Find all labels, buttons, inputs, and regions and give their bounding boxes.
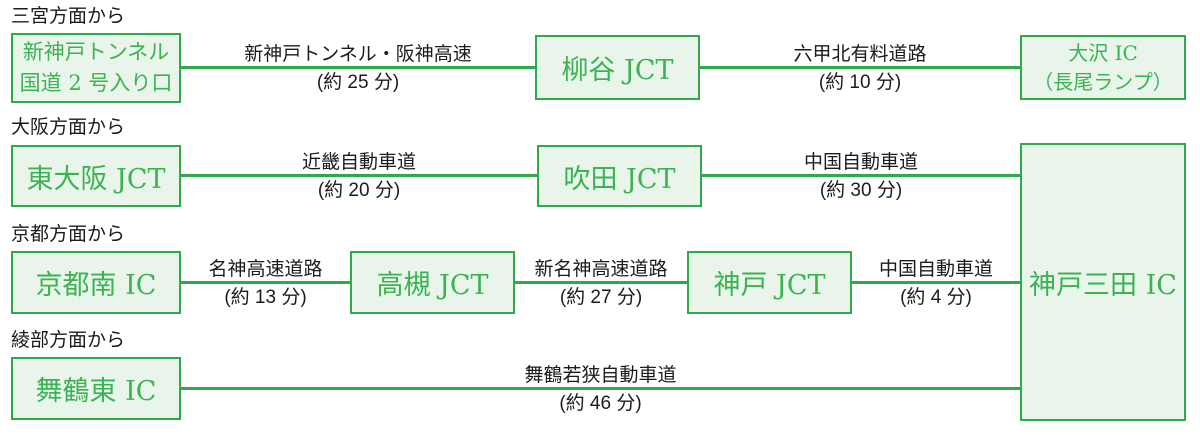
node-kyoto-minami-ic: 京都南 IC bbox=[11, 251, 181, 314]
route-meishin-expressway: 名神高速道路 (約 13 分) bbox=[181, 258, 350, 310]
road-name: 中国自動車道 bbox=[878, 259, 993, 280]
travel-time: (約 10 分) bbox=[818, 72, 902, 93]
travel-time: (約 20 分) bbox=[317, 180, 401, 201]
route-line bbox=[181, 66, 535, 69]
travel-time: (約 13 分) bbox=[224, 287, 307, 308]
node-kobe-jct: 神戸 JCT bbox=[687, 251, 852, 314]
road-name: 名神高速道路 bbox=[208, 259, 323, 280]
road-name: 中国自動車道 bbox=[803, 152, 918, 173]
node-kobe-sanda-ic: 神戸三田 IC bbox=[1020, 143, 1186, 421]
node-line: （長尾ランプ） bbox=[1033, 69, 1173, 94]
route-rokko-kita-toll-road: 六甲北有料道路 (約 10 分) bbox=[700, 43, 1020, 95]
travel-time: (約 27 分) bbox=[559, 287, 643, 308]
node-yanagidani-jct: 柳谷 JCT bbox=[535, 35, 700, 100]
road-name: 六甲北有料道路 bbox=[793, 44, 927, 65]
route-shinkobe-tunnel-hanshin-expressway: 新神戸トンネル・阪神高速 (約 25 分) bbox=[181, 43, 535, 95]
route-line bbox=[852, 281, 1020, 284]
route-chugoku-expressway-from-kobe-jct: 中国自動車道 (約 4 分) bbox=[852, 258, 1020, 310]
route-shin-meishin-expressway: 新名神高速道路 (約 27 分) bbox=[515, 258, 687, 310]
node-higashiosaka-jct: 東大阪 JCT bbox=[11, 145, 181, 207]
origin-label-sannomiya: 三宮方面から bbox=[11, 6, 126, 27]
node-line: 柳谷 JCT bbox=[561, 55, 674, 86]
road-name: 新名神高速道路 bbox=[534, 259, 668, 280]
route-line bbox=[181, 281, 350, 284]
node-line: 大沢 IC bbox=[1068, 40, 1138, 65]
route-chugoku-expressway-from-suita: 中国自動車道 (約 30 分) bbox=[702, 151, 1020, 203]
road-name: 舞鶴若狭自動車道 bbox=[524, 365, 677, 386]
node-line: 神戸三田 IC bbox=[1029, 269, 1177, 301]
road-name: 近畿自動車道 bbox=[301, 152, 416, 173]
node-line: 東大阪 JCT bbox=[26, 163, 166, 195]
node-line: 吹田 JCT bbox=[563, 163, 676, 195]
route-line bbox=[181, 174, 537, 177]
node-maizuru-higashi-ic: 舞鶴東 IC bbox=[11, 357, 181, 420]
origin-label-ayabe: 綾部方面から bbox=[11, 330, 126, 351]
travel-time: (約 30 分) bbox=[819, 180, 903, 201]
route-kinki-expressway: 近畿自動車道 (約 20 分) bbox=[181, 151, 537, 203]
travel-time: (約 25 分) bbox=[316, 72, 400, 93]
node-osawa-ic: 大沢 IC （長尾ランプ） bbox=[1020, 35, 1186, 100]
node-shinkobe-tunnel-entrance: 新神戸トンネル 国道 2 号入り口 bbox=[11, 33, 181, 103]
origin-label-osaka: 大阪方面から bbox=[11, 117, 126, 138]
node-takatsuki-jct: 高槻 JCT bbox=[350, 251, 515, 314]
node-line: 新神戸トンネル bbox=[22, 40, 170, 64]
route-line bbox=[181, 387, 1020, 390]
node-line: 京都南 IC bbox=[35, 270, 157, 301]
node-line: 舞鶴東 IC bbox=[35, 376, 157, 407]
travel-time: (約 4 分) bbox=[900, 287, 972, 308]
route-line bbox=[515, 281, 687, 284]
node-line: 神戸 JCT bbox=[713, 270, 826, 301]
origin-label-kyoto: 京都方面から bbox=[11, 224, 126, 245]
route-maizuru-wakasa-expressway: 舞鶴若狭自動車道 (約 46 分) bbox=[181, 364, 1020, 416]
route-line bbox=[700, 66, 1020, 69]
travel-time: (約 46 分) bbox=[559, 393, 642, 414]
node-line: 高槻 JCT bbox=[376, 270, 489, 301]
node-suita-jct: 吹田 JCT bbox=[537, 145, 702, 207]
road-name: 新神戸トンネル・阪神高速 bbox=[244, 44, 472, 65]
route-line bbox=[702, 174, 1020, 177]
node-line: 国道 2 号入り口 bbox=[19, 71, 173, 95]
